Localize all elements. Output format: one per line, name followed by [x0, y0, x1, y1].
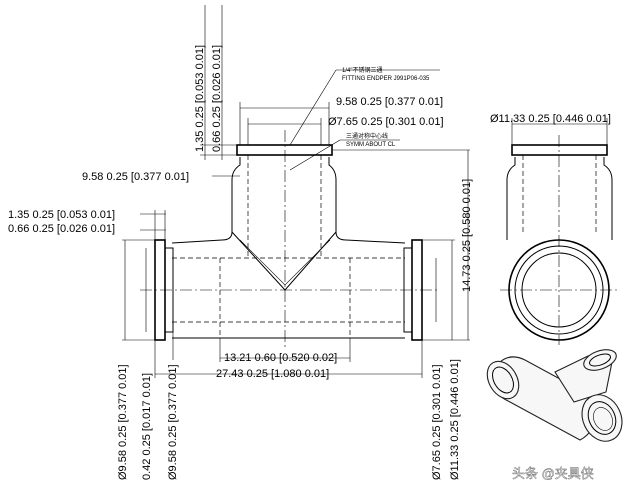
dim-left-h: 9.58 0.25 [0.377 0.01]	[82, 171, 189, 183]
note-symm-cn: 三通对称中心线	[346, 132, 388, 140]
top-branch-left-wall	[221, 157, 241, 241]
dim-bottom-h2: 27.43 0.25 [1.080 0.01]	[216, 368, 329, 380]
dim-bv3: Ø9.58 0.25 [0.377 0.01]	[167, 364, 179, 480]
front-view	[140, 130, 440, 350]
dim-top-v2: 0.66 0.25 [0.026 0.01]	[211, 45, 223, 152]
dim-top-h1: 9.58 0.25 [0.377 0.01]	[336, 96, 443, 108]
note-part-name: 1/4"不锈钢三通	[342, 66, 382, 74]
dim-bottom-h1: 13.21 0.60 [0.520 0.02]	[224, 352, 337, 364]
side-view	[500, 118, 620, 345]
watermark: 头条 @夹具侠	[512, 466, 594, 481]
dim-left-s2: 0.66 0.25 [0.026 0.01]	[8, 223, 115, 235]
dimension-labels: 1.35 0.25 [0.053 0.01] 0.66 0.25 [0.026 …	[8, 45, 611, 480]
dim-top-v1: 1.35 0.25 [0.053 0.01]	[194, 45, 206, 152]
note-part-number: FITTING ENDPER J991P06-035	[342, 76, 430, 82]
side-outer-circle	[508, 239, 610, 341]
dim-bv5: Ø11.33 0.25 [0.446 0.01]	[449, 359, 461, 480]
dim-side-top: Ø11.33 0.25 [0.446 0.01]	[490, 113, 611, 125]
top-branch-right-wall	[328, 157, 347, 241]
dim-right-v: 14.73 0.25 [0.580 0.01]	[461, 179, 473, 292]
dim-bv1: Ø9.58 0.25 [0.377 0.01]	[117, 364, 129, 480]
dim-bv4: Ø7.65 0.25 [0.301 0.01]	[431, 364, 443, 480]
front-dimension-lines	[122, 5, 470, 378]
dim-left-s1: 1.35 0.25 [0.053 0.01]	[8, 209, 115, 221]
dim-top-h2: Ø7.65 0.25 [0.301 0.01]	[328, 116, 444, 128]
dim-bv2: 0.42 0.25 [0.017 0.01]	[141, 373, 153, 480]
note-symm: SYMM ABOUT CL	[346, 142, 396, 148]
isometric-view	[486, 349, 623, 442]
callout-notes: 1/4"不锈钢三通 FITTING ENDPER J991P06-035 三通对…	[342, 66, 430, 148]
